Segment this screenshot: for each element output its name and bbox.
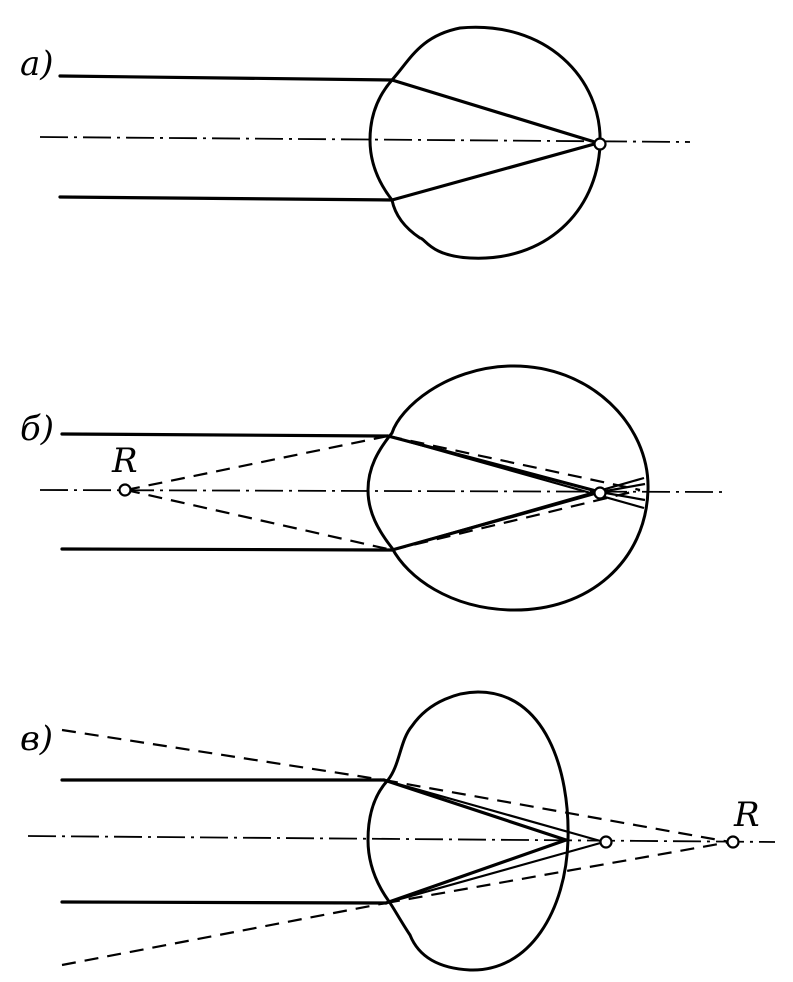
refracted-ray-bottom <box>384 838 568 905</box>
far-point-ray-top <box>125 434 389 492</box>
incident-ray-bottom <box>60 900 388 905</box>
focus-point <box>599 835 613 849</box>
far-point-marker <box>118 483 132 497</box>
panel-c-label: в) <box>20 719 53 759</box>
diverging-ray-top <box>599 482 646 494</box>
eye-outline <box>366 364 650 612</box>
panel-b-label: б) <box>20 409 54 449</box>
far-point-label-b: R <box>111 441 138 481</box>
refracted-ray-bottom-crossing <box>391 476 645 552</box>
diverging-ray-bottom <box>599 490 646 502</box>
refracted-ray-top-extended <box>383 778 605 844</box>
eye-outline <box>368 25 602 260</box>
far-point-label-c: R <box>733 795 760 835</box>
far-point-marker <box>726 835 740 849</box>
dashed-inner-ray-bottom <box>391 488 641 552</box>
eye-outline <box>366 690 570 972</box>
focus-point <box>593 486 607 500</box>
refracted-ray-bottom <box>390 141 600 202</box>
incident-ray-top <box>58 74 394 82</box>
dashed-inner-ray-top <box>387 434 641 492</box>
refracted-ray-bottom-extended <box>385 840 605 905</box>
converging-ray-bottom-outside <box>61 901 387 967</box>
converging-ray-top-outside <box>61 728 385 782</box>
incident-ray-bottom <box>58 195 394 202</box>
panel-myopic-eye: б) R <box>20 364 723 612</box>
refracted-ray-top <box>390 78 600 145</box>
panel-hyperopic-eye: в) R <box>20 690 776 972</box>
optical-axis <box>39 136 691 143</box>
panel-normal-eye: а) <box>20 25 691 260</box>
incident-ray-bottom <box>60 547 394 552</box>
far-point-ray-bottom <box>125 488 393 552</box>
panel-a-label: а) <box>20 44 54 84</box>
converging-ray-bottom-to-r <box>385 840 731 905</box>
optical-axis <box>27 835 776 843</box>
converging-ray-top-to-r <box>383 778 731 844</box>
optical-axis <box>39 489 723 493</box>
focus-point <box>593 137 607 151</box>
incident-ray-top <box>60 432 390 438</box>
refracted-ray-top <box>382 778 568 842</box>
